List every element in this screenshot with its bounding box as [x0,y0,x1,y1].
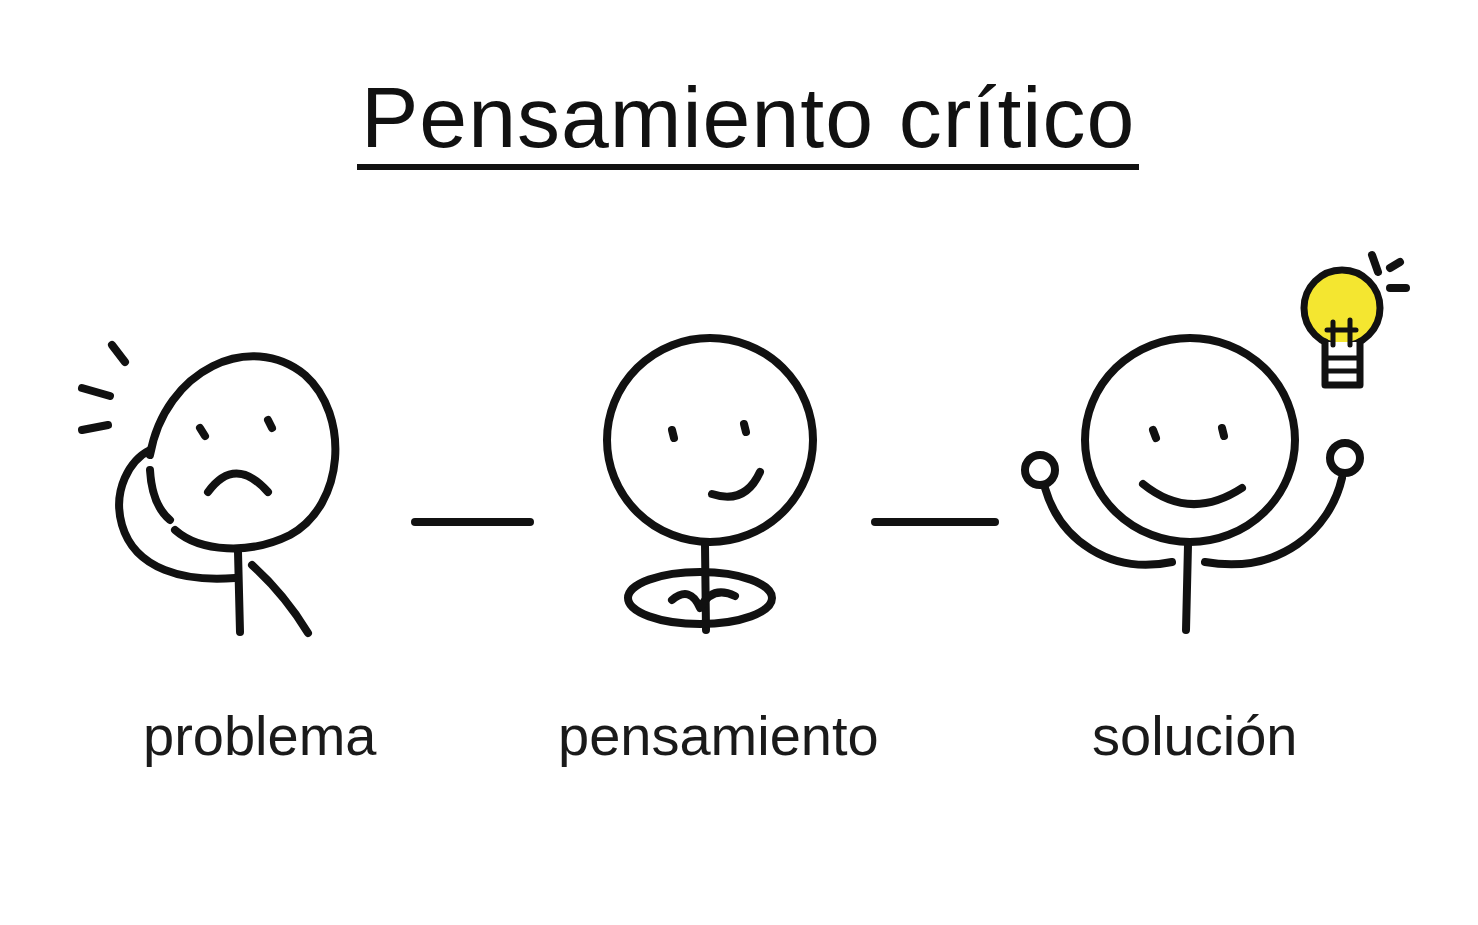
thinking-figure [607,338,813,630]
figure-node: solución [1000,330,1410,640]
stage-label: pensamiento [558,705,879,767]
diagram-title: Pensamiento crítico [357,72,1139,170]
happy-figure [1025,255,1406,630]
figure-node: pensamiento [535,330,870,640]
worried-figure [82,345,335,633]
figure-node: problema [75,330,410,640]
stage-label: problema [143,705,376,767]
stage-label: solución [1092,705,1297,767]
dash-connector [415,518,530,526]
dash-connector [875,518,995,526]
